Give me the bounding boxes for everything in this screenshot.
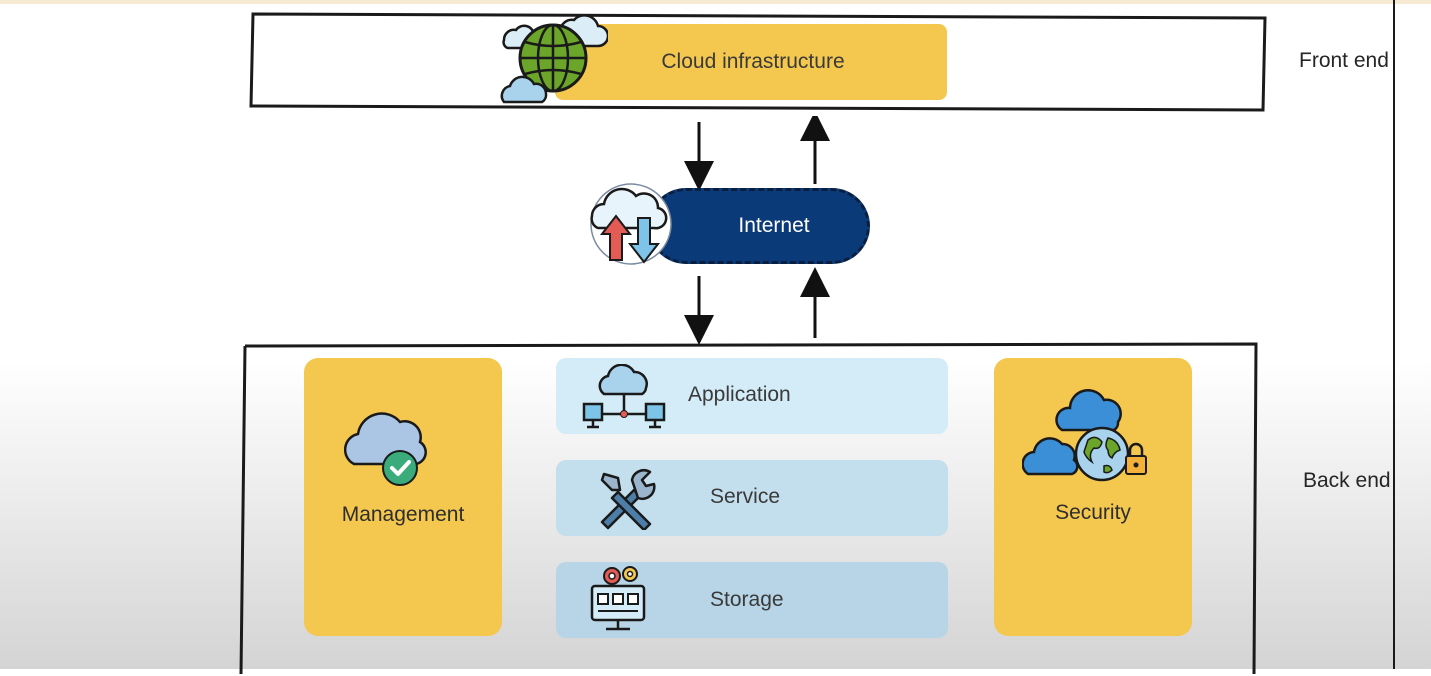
cloud-network-icon	[582, 364, 666, 429]
front-end-label: Front end	[1299, 49, 1389, 72]
layer-service[interactable]: Service	[556, 460, 948, 536]
cloud-infrastructure-pill[interactable]: Cloud infrastructure	[555, 24, 947, 100]
cloud-globe-lock-icon	[1022, 389, 1147, 482]
cloud-infrastructure-label: Cloud infrastructure	[661, 50, 845, 73]
top-strip	[0, 0, 1431, 4]
management-label: Management	[341, 503, 465, 526]
tools-icon	[600, 469, 656, 530]
application-label: Application	[688, 383, 791, 406]
layer-application[interactable]: Application	[556, 358, 948, 434]
back-end-label: Back end	[1303, 469, 1391, 492]
security-label: Security	[1055, 501, 1131, 524]
security-card[interactable]: Security	[994, 358, 1192, 636]
internet-pill[interactable]: Internet	[648, 188, 870, 264]
connection-arrows	[684, 116, 830, 344]
cloud-check-icon	[344, 412, 427, 486]
internet-label: Internet	[738, 214, 810, 237]
service-label: Service	[710, 485, 781, 508]
server-gears-icon	[590, 566, 646, 631]
right-border-line	[1393, 0, 1395, 669]
globe-cloud-icon	[500, 14, 608, 104]
back-end-box	[239, 342, 1258, 675]
cloud-upload-download-icon	[590, 183, 672, 265]
management-card[interactable]: Management	[304, 358, 502, 636]
storage-label: Storage	[710, 588, 784, 611]
layer-storage[interactable]: Storage	[556, 562, 948, 638]
